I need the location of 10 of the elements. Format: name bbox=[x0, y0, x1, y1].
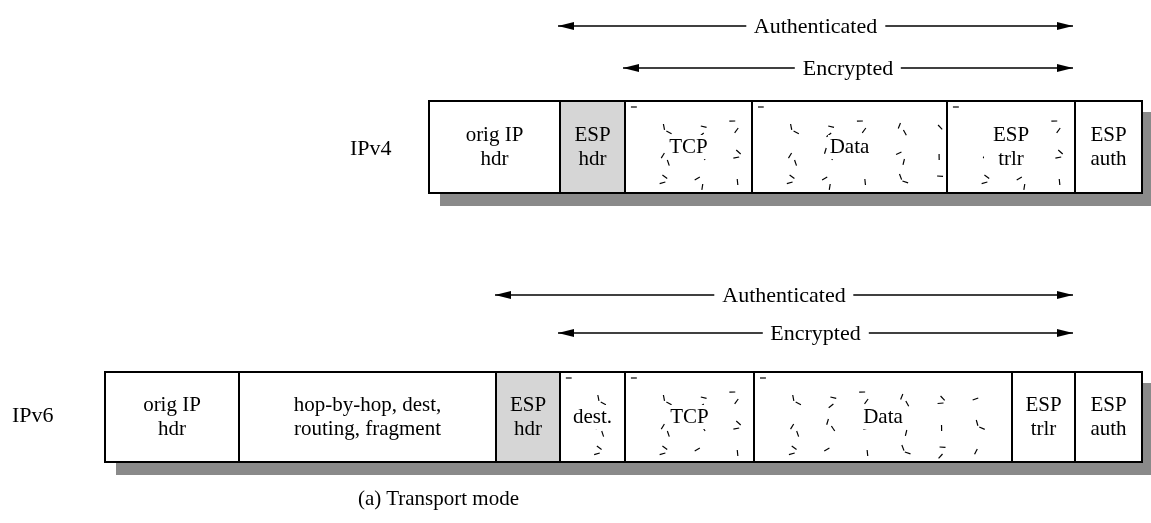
field-label: ESP hdr bbox=[573, 123, 612, 171]
caption: (a) Transport mode bbox=[358, 486, 519, 511]
row-label: IPv4 bbox=[350, 135, 392, 161]
field-label: ESP hdr bbox=[508, 393, 548, 441]
field-label: Data bbox=[827, 135, 872, 159]
field-label: TCP bbox=[668, 405, 711, 429]
field-label: TCP bbox=[667, 135, 710, 159]
row-label: IPv6 bbox=[12, 402, 54, 428]
shaded-header-field bbox=[559, 102, 624, 192]
shaded-header-field bbox=[495, 373, 559, 461]
